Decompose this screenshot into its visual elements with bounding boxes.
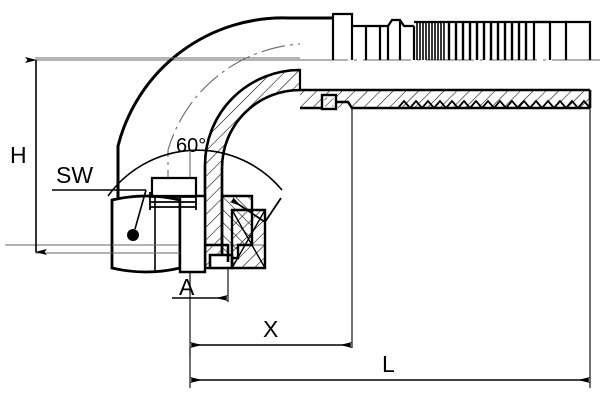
- ferrule-profile: [331, 12, 416, 60]
- dimension-x: X: [189, 108, 353, 358]
- cone-angle-label: 60°: [176, 135, 206, 157]
- ferrule-tail-profile: [532, 20, 592, 60]
- dimension-l: L: [189, 108, 591, 388]
- dimension-h: H: [10, 57, 300, 255]
- callout-cone-angle: 60°: [176, 135, 282, 223]
- a-label: A: [179, 274, 195, 300]
- x-label: X: [263, 316, 278, 342]
- h-label: H: [10, 142, 27, 168]
- horizontal-run-upper: [300, 13, 334, 20]
- callout-sw: SW: [52, 162, 147, 241]
- sealing-cone-seat: [205, 194, 267, 270]
- horizontal-run-section: [300, 88, 592, 110]
- swivel-nut: [110, 176, 207, 274]
- centerlines: [5, 59, 600, 246]
- crimp-knurl-band: [414, 20, 550, 60]
- dimension-a: A: [172, 268, 229, 302]
- oring-seal-icon: [320, 93, 338, 111]
- l-label: L: [382, 351, 395, 377]
- nut-crown-arc: [107, 149, 283, 197]
- sw-label: SW: [56, 162, 93, 188]
- hose-barb-serrations: [397, 99, 591, 108]
